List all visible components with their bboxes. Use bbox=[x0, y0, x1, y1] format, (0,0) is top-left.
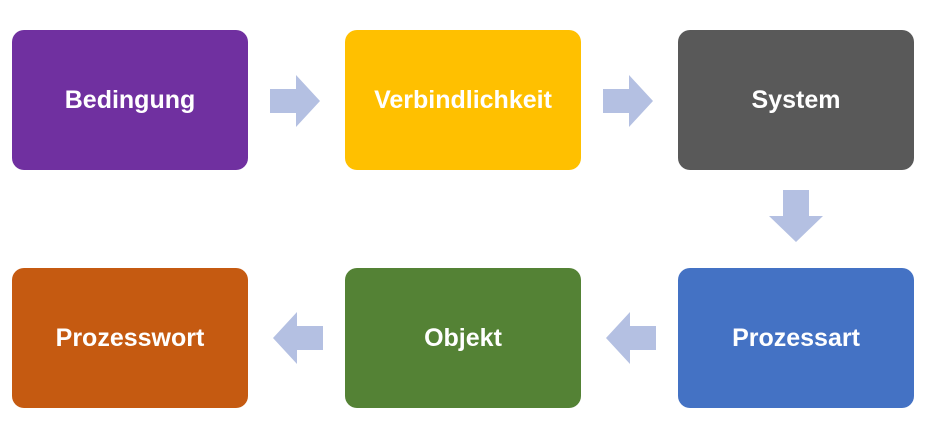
arrow-right-icon bbox=[270, 75, 320, 127]
box-prozesswort: Prozesswort bbox=[12, 268, 248, 408]
box-objekt: Objekt bbox=[345, 268, 581, 408]
box-label: Verbindlichkeit bbox=[374, 85, 552, 114]
box-label: Bedingung bbox=[64, 85, 196, 114]
arrow-down-icon bbox=[769, 190, 823, 242]
box-system: System bbox=[678, 30, 914, 170]
arrow-left-icon bbox=[606, 312, 656, 364]
box-label: System bbox=[751, 85, 841, 114]
box-prozessart: Prozessart bbox=[678, 268, 914, 408]
arrow-right-icon bbox=[603, 75, 653, 127]
box-label: Objekt bbox=[424, 323, 502, 352]
box-label: Prozessart bbox=[732, 323, 860, 352]
box-label: Prozesswort bbox=[55, 323, 205, 352]
box-bedingung: Bedingung bbox=[12, 30, 248, 170]
box-verbindlichkeit: Verbindlichkeit bbox=[345, 30, 581, 170]
arrow-left-icon bbox=[273, 312, 323, 364]
